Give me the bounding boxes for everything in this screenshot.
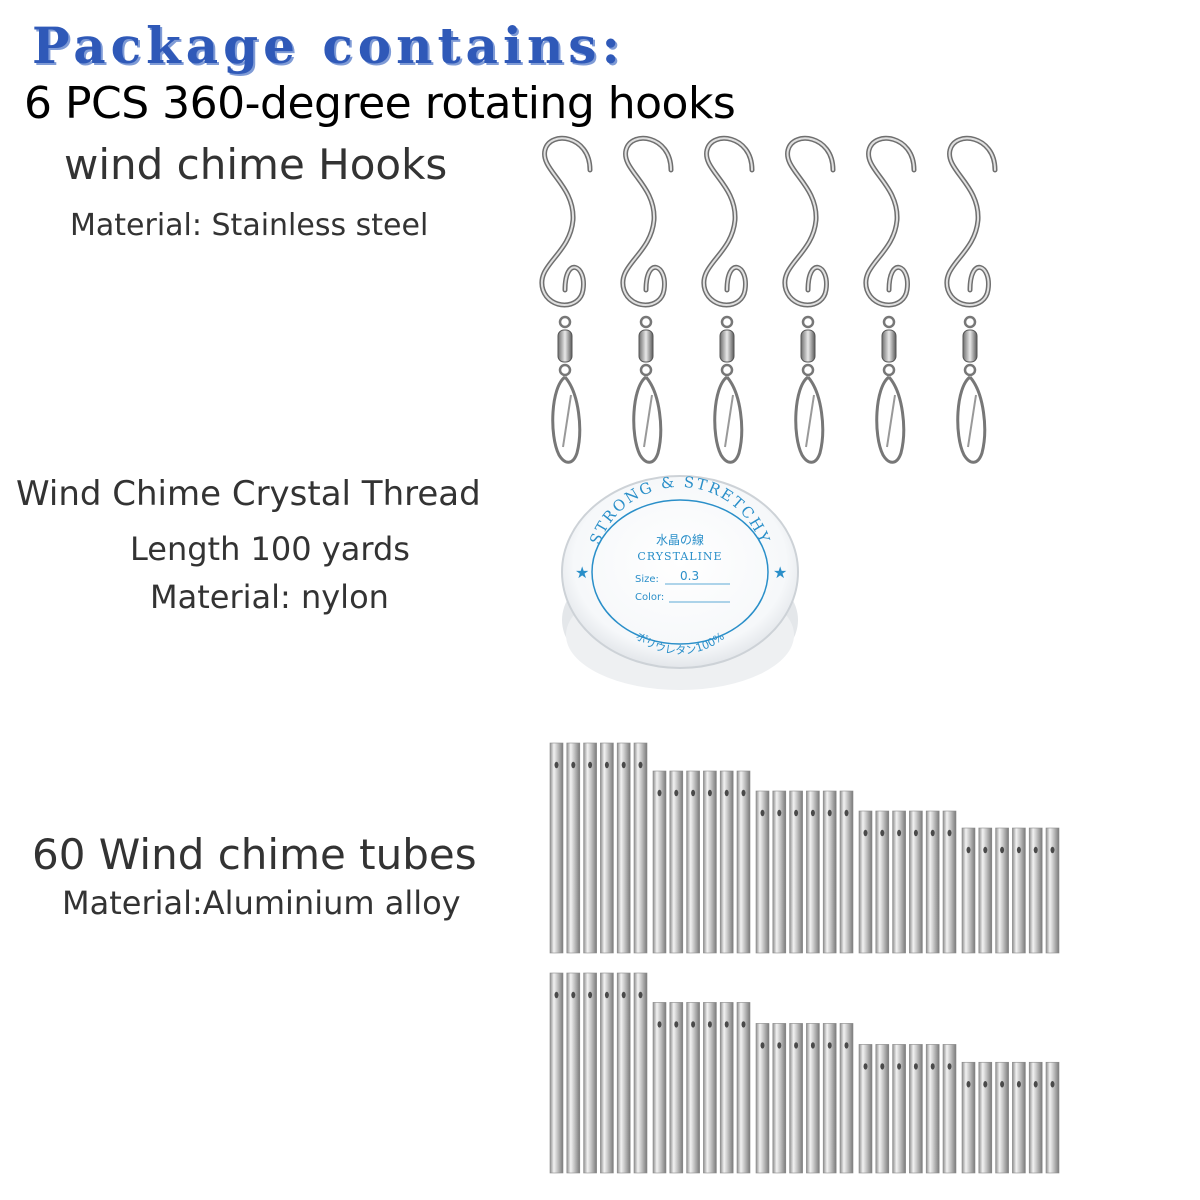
chime-tube — [549, 972, 564, 1174]
chime-tube — [875, 810, 890, 954]
tubes-name: 60 Wind chime tubes — [32, 830, 477, 879]
chime-tube — [995, 827, 1009, 954]
swivel-hook — [944, 135, 998, 464]
spool-jp-text: 水晶の線 — [656, 532, 704, 547]
chime-tubes-image — [549, 742, 1060, 1174]
chime-tube — [961, 827, 976, 954]
star-icon: ★ — [575, 563, 589, 582]
swivel-hook — [701, 135, 755, 464]
chime-tube — [789, 1023, 803, 1174]
chime-tube — [583, 972, 597, 1174]
chime-tube — [1012, 1061, 1026, 1174]
spool-size-label: Size: — [635, 574, 659, 585]
chime-tube — [755, 1023, 770, 1174]
chime-tube — [719, 770, 734, 954]
chime-tube — [736, 1002, 751, 1174]
chime-tube — [858, 810, 873, 954]
star-icon: ★ — [773, 563, 787, 582]
chime-tube — [806, 1023, 820, 1174]
chime-tube — [633, 972, 648, 1174]
chime-tube — [669, 1002, 684, 1174]
swivel-hooks-image — [539, 135, 998, 464]
thread-material: Material: nylon — [150, 578, 389, 616]
swivel-hook — [782, 135, 836, 464]
chime-tube — [892, 1044, 906, 1174]
chime-tube — [806, 790, 820, 954]
chime-tube — [583, 742, 597, 954]
swivel-hook — [863, 135, 917, 464]
chime-tube — [942, 1044, 957, 1174]
chime-tube — [942, 810, 957, 954]
hooks-material: Material: Stainless steel — [70, 208, 429, 243]
chime-tube — [772, 790, 787, 954]
chime-tube — [616, 742, 631, 954]
hooks-name: wind chime Hooks — [64, 140, 448, 189]
chime-tube — [703, 770, 717, 954]
chime-tube — [978, 1061, 993, 1174]
chime-tube — [652, 770, 667, 954]
swivel-hook — [620, 135, 674, 464]
chime-tube — [719, 1002, 734, 1174]
page-subtitle: 6 PCS 360-degree rotating hooks — [24, 78, 736, 129]
spool-color-label: Color: — [635, 592, 664, 603]
chime-tube — [925, 1044, 940, 1174]
chime-tube — [875, 1044, 890, 1174]
page-title: Package contains: — [32, 16, 625, 75]
chime-tube — [633, 742, 648, 954]
chime-tube — [686, 1002, 700, 1174]
chime-tube — [909, 810, 923, 954]
chime-tube — [566, 972, 581, 1174]
chime-tube — [961, 1061, 976, 1174]
chime-tube — [1045, 827, 1060, 954]
chime-tube — [822, 1023, 837, 1174]
chime-tube — [600, 742, 614, 954]
swivel-hook — [539, 135, 593, 464]
chime-tube — [978, 827, 993, 954]
chime-tube — [669, 770, 684, 954]
chime-tube — [703, 1002, 717, 1174]
chime-tube — [822, 790, 837, 954]
chime-tube — [1045, 1061, 1060, 1174]
chime-tube — [909, 1044, 923, 1174]
thread-length: Length 100 yards — [130, 530, 410, 568]
chime-tube — [1028, 1061, 1043, 1174]
chime-tube — [858, 1044, 873, 1174]
chime-tube — [616, 972, 631, 1174]
chime-tube — [839, 790, 854, 954]
chime-tube — [892, 810, 906, 954]
chime-tube — [600, 972, 614, 1174]
spool-size-value: 0.3 — [680, 569, 699, 583]
chime-tube — [686, 770, 700, 954]
chime-tube — [839, 1023, 854, 1174]
chime-tube — [549, 742, 564, 954]
tubes-material: Material:Aluminium alloy — [62, 884, 461, 922]
chime-tube — [1028, 827, 1043, 954]
chime-tube — [736, 770, 751, 954]
chime-tube — [1012, 827, 1026, 954]
chime-tube — [652, 1002, 667, 1174]
chime-tube — [995, 1061, 1009, 1174]
chime-tube — [925, 810, 940, 954]
chime-tube — [755, 790, 770, 954]
chime-tube — [789, 790, 803, 954]
chime-tube — [772, 1023, 787, 1174]
chime-tube — [566, 742, 581, 954]
thread-spool-image: STRONG & STRETCHY ★ ★ 水晶の線 CRYSTALINE Si… — [561, 473, 799, 690]
spool-brand: CRYSTALINE — [637, 550, 722, 563]
thread-name: Wind Chime Crystal Thread — [16, 474, 481, 514]
